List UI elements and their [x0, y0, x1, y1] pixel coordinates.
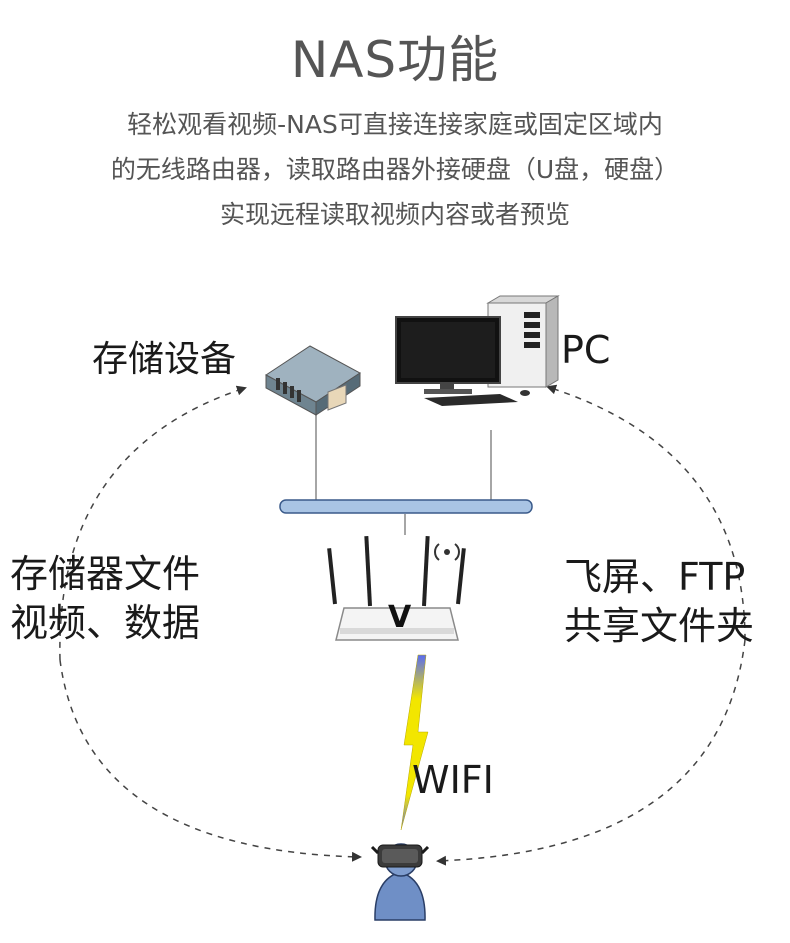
description-line-2: 的无线路由器，读取路由器外接硬盘（U盘，硬盘） [110, 155, 680, 184]
router-logo: V [388, 600, 412, 635]
router-icon [327, 535, 466, 641]
vr-user-icon [370, 843, 430, 921]
network-bus [279, 499, 533, 514]
arrow-left-to-storage [59, 385, 247, 661]
wifi-label: WIFI [412, 758, 494, 802]
right-label-line-2: 共享文件夹 [564, 604, 755, 648]
pc-label: PC [561, 328, 611, 372]
page-title: NAS功能 [290, 31, 500, 89]
left-label-line-2: 视频、数据 [10, 601, 201, 645]
pc-icon [395, 295, 560, 406]
arrow-right-to-user [436, 639, 746, 866]
description-line-3: 实现远程读取视频内容或者预览 [219, 200, 570, 229]
dashed-connection-arrows [59, 384, 746, 866]
description-line-1: 轻松观看视频-NAS可直接连接家庭或固定区域内 [127, 110, 663, 139]
left-label-line-1: 存储器文件 [10, 552, 201, 596]
arrow-left-to-user [59, 659, 362, 862]
right-label-line-1: 飞屏、FTP [564, 555, 746, 599]
storage-device-icon [265, 345, 361, 416]
arrow-right-to-pc [546, 384, 746, 641]
storage-device-label: 存储设备 [92, 339, 237, 380]
wifi-lightning-icon [400, 654, 429, 831]
